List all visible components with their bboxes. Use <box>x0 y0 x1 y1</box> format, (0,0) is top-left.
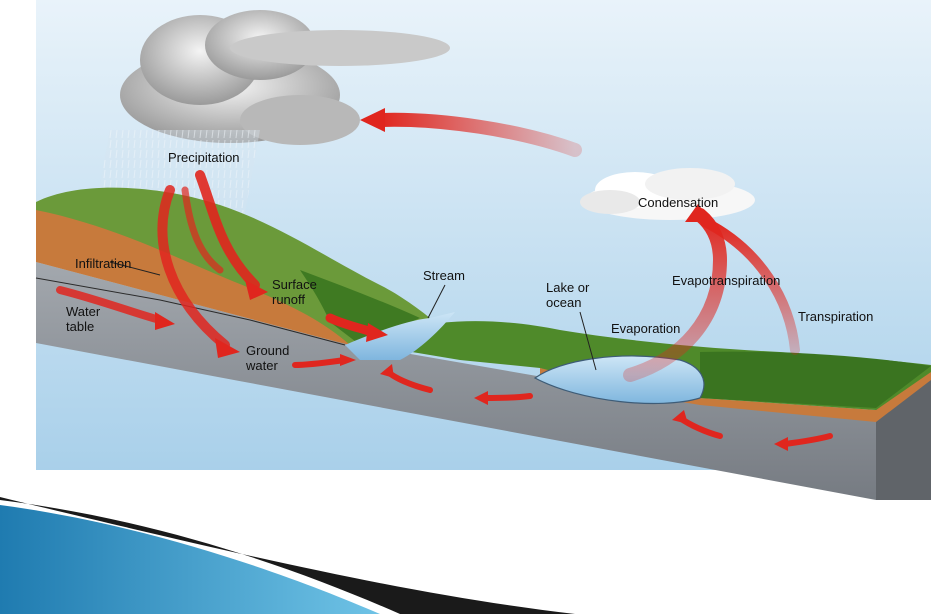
slide-accent-banner <box>0 505 380 614</box>
precipitation-label: Precipitation <box>168 150 240 165</box>
stream-label: Stream <box>423 268 465 283</box>
transpiration-label: Transpiration <box>798 309 874 324</box>
ground-water-label: Ground water <box>246 343 290 373</box>
infiltration-arrow <box>56 286 164 324</box>
atmospheric-transport-arrow <box>373 112 582 157</box>
soil-layer <box>36 208 350 345</box>
precipitation-arrow-2 <box>157 185 230 350</box>
water-table-line <box>35 277 346 346</box>
groundwater-arrow-5 <box>782 433 833 447</box>
groundwater-arrow-3 <box>482 393 533 401</box>
condensation-label: Condensation <box>638 195 719 210</box>
stream-channel <box>345 312 455 360</box>
storm-cloud <box>120 10 450 145</box>
evapotranspiration-label: Evapotranspiration <box>672 273 781 288</box>
lake-leader-line <box>579 311 597 371</box>
bedrock-layer <box>36 262 876 500</box>
precipitation-arrow-3 <box>181 186 224 274</box>
surface-runoff-label: Surface runoff <box>272 277 317 307</box>
infiltration-label: Infiltration <box>75 256 132 271</box>
precipitation-arrow-1 <box>195 170 260 290</box>
stream-leader-line <box>427 284 446 319</box>
transpiration-arrow <box>700 217 800 355</box>
lake-or-ocean-label: Lake or ocean <box>546 280 590 310</box>
slide-accent-shadow <box>0 497 575 614</box>
infiltration-leader-line <box>109 261 161 276</box>
water-table-label: Water table <box>66 304 101 334</box>
condensation-cloud <box>580 168 755 220</box>
evaporation-label: Evaporation <box>611 321 681 336</box>
